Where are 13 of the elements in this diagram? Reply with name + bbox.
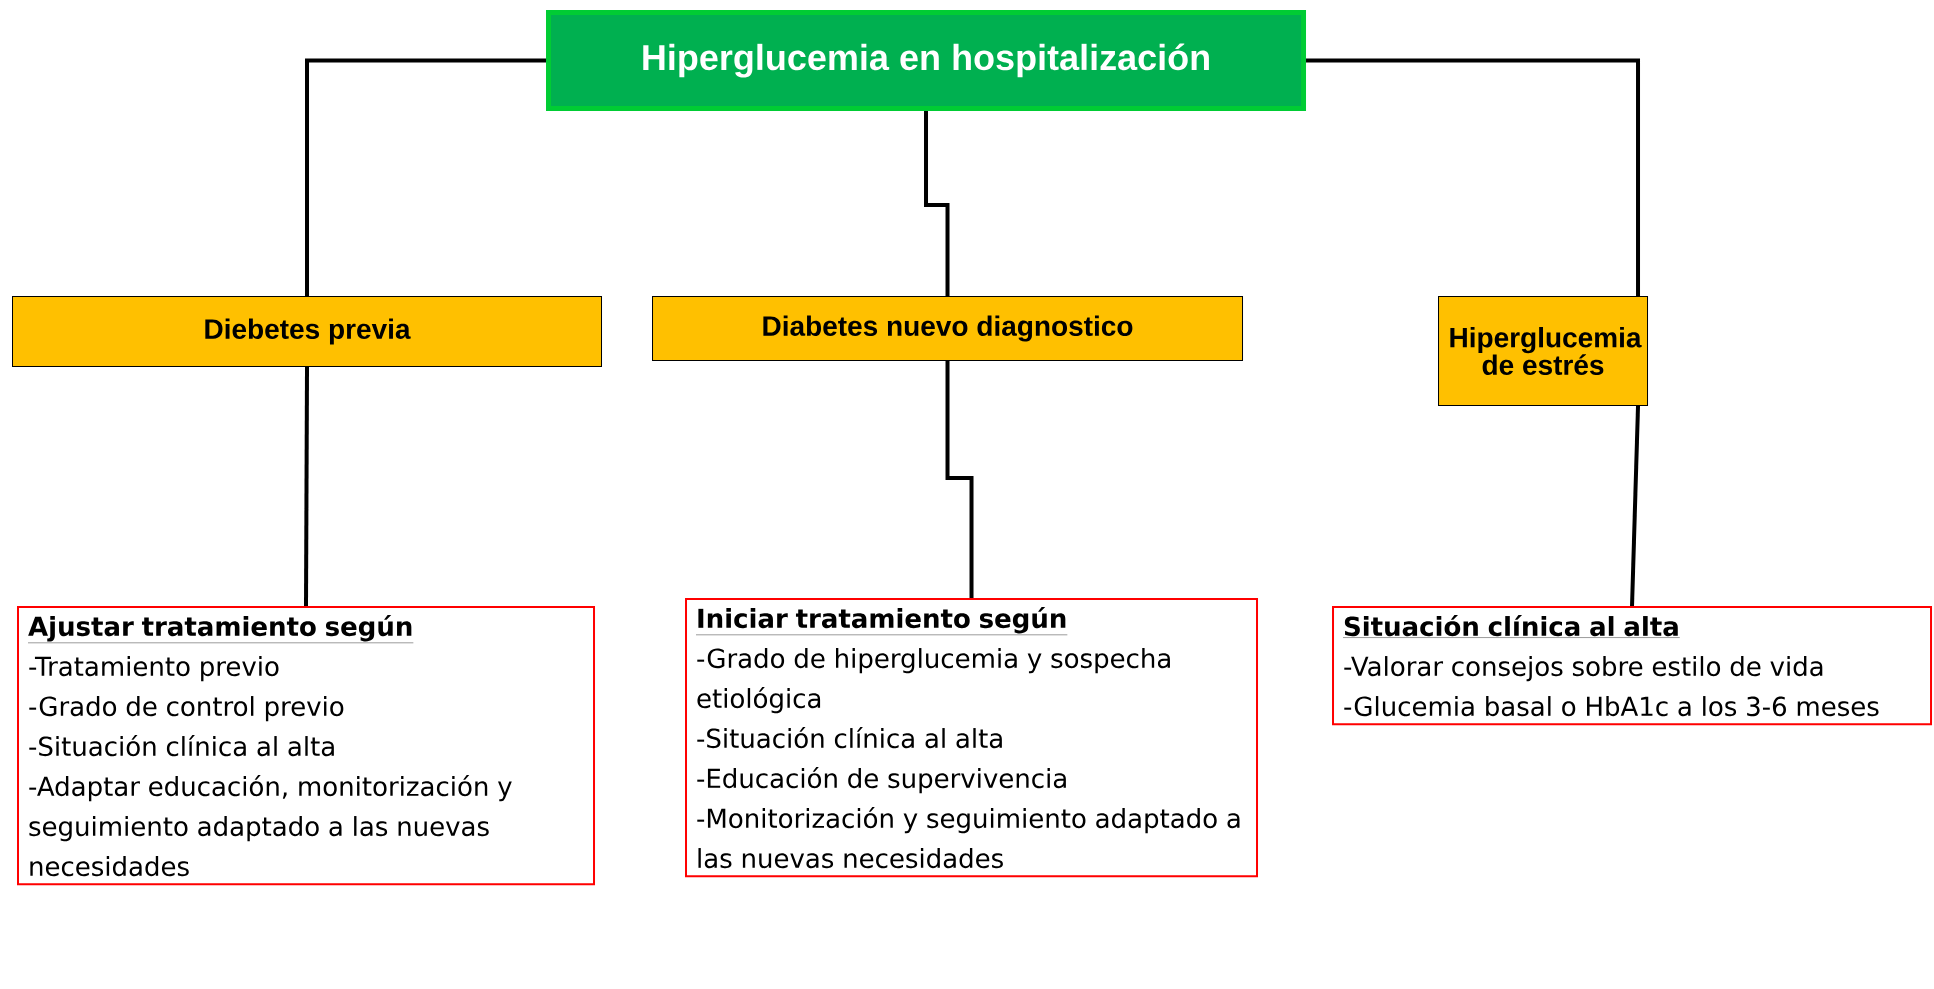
list-box: Situación clínica al alta -Valorar consejos sobre estilo de vida -Glucemia basal o HbA1c a los 3-6 meses <box>1332 606 1932 726</box>
connector-line <box>1306 58 1640 296</box>
category-box: Diebetes previa <box>12 296 602 367</box>
category-box: Hiperglucemia de estrés <box>1438 296 1648 406</box>
category-box: Diabetes nuevo diagnostico <box>652 296 1243 361</box>
list-box: Iniciar tratamiento según -Grado de hiperglucemia y sospecha etiológica -Situación clínica al alta -Educación de supervivencia -Monitorización y seguimiento adaptado a las nuevas necesidades <box>685 598 1258 878</box>
connector-line <box>304 367 309 606</box>
connector-line <box>945 361 974 598</box>
connector-line <box>1630 405 1640 607</box>
connector-line <box>305 58 546 296</box>
connector-line <box>924 111 950 296</box>
list-box: Ajustar tratamiento según -Tratamiento previo -Grado de control previo -Situación clínica al alta -Adaptar educación, monitorización y seguimiento adaptado a las nuevas necesidades <box>17 606 595 886</box>
title-box: Hiperglucemia en hospitalización <box>546 10 1306 111</box>
